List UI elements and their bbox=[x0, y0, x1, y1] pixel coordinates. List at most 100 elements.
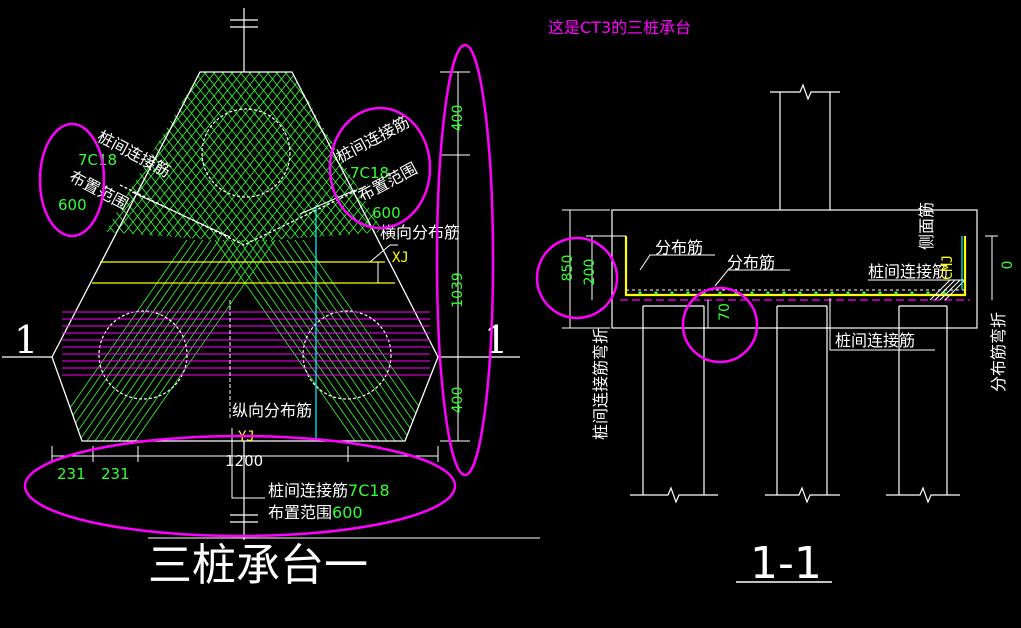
rebar-dot bbox=[862, 291, 866, 295]
pile-right bbox=[302, 310, 392, 400]
pile-top bbox=[201, 108, 291, 198]
hatch-line bbox=[221, 72, 363, 242]
highlight-ellipse-right bbox=[328, 106, 432, 230]
connect-bar-label-bottom: 桩间连接筋 bbox=[835, 331, 915, 350]
hatch-line bbox=[0, 72, 89, 250]
dist-bar-label-1: 分布筋 bbox=[655, 238, 703, 257]
rebar-dot bbox=[750, 291, 754, 295]
dim-70: 70 bbox=[717, 303, 733, 321]
hatch-line bbox=[191, 72, 333, 242]
hatch-line bbox=[185, 72, 327, 242]
hatch-line bbox=[105, 72, 156, 242]
rebar-dot bbox=[926, 291, 930, 295]
hatch-line bbox=[453, 72, 593, 250]
dim-850: 850 bbox=[560, 255, 576, 282]
dim-1039: 1039 bbox=[450, 272, 466, 308]
hatch-line bbox=[105, 72, 243, 242]
rebar-dot bbox=[782, 291, 786, 295]
hatch-line bbox=[0, 72, 47, 250]
hatch-line bbox=[230, 72, 372, 242]
left-vertical-label: 桩间连接筋弯折 bbox=[591, 328, 610, 440]
highlight-ellipse-dim bbox=[435, 43, 495, 477]
longitudinal-bar-label: 纵向分布筋 bbox=[232, 401, 312, 420]
top-left-label-code: 7C18 bbox=[78, 151, 117, 169]
hatch-line bbox=[257, 72, 383, 242]
hatch-line bbox=[176, 72, 318, 242]
section-view: 这是CT3的三桩承台 bbox=[535, 18, 1016, 589]
section-piles bbox=[630, 305, 960, 504]
hatch-line bbox=[105, 72, 147, 242]
rebar-dot bbox=[766, 291, 770, 295]
hatch-line bbox=[444, 72, 584, 250]
hatch-line bbox=[326, 72, 383, 242]
rebar-dot bbox=[654, 291, 658, 295]
rebar-dot bbox=[798, 291, 802, 295]
hatch-line bbox=[0, 72, 65, 250]
hatch-line bbox=[254, 72, 383, 242]
highlight-ellipse-bottom bbox=[23, 434, 457, 538]
side-bar-label: 侧面筋 bbox=[917, 202, 936, 250]
section-main-rebar bbox=[624, 236, 967, 297]
dim-400-bottom: 400 bbox=[450, 387, 466, 414]
hatch-line bbox=[194, 72, 336, 242]
hatch-line bbox=[105, 72, 174, 242]
top-right-label-line1: 桩间连接筋 bbox=[333, 112, 413, 166]
xj-label: XJ bbox=[392, 250, 409, 266]
hatch-line bbox=[317, 72, 383, 242]
transverse-bar-label: 横向分布筋 bbox=[380, 223, 460, 242]
dim-231-b: 231 bbox=[101, 465, 130, 483]
hatch-line bbox=[105, 72, 165, 242]
hatch-line bbox=[155, 72, 297, 242]
rebar-dot bbox=[846, 291, 850, 295]
rebar-dot bbox=[830, 291, 834, 295]
connect-bar-label-top: 桩间连接筋 bbox=[868, 262, 948, 281]
top-right-label-group: 桩间连接筋 bbox=[333, 112, 413, 166]
hatch-line bbox=[149, 72, 291, 242]
rebar-dot bbox=[638, 291, 642, 295]
hatch-line bbox=[105, 72, 246, 242]
rebar-dot bbox=[910, 291, 914, 295]
section-mark-right: 1 bbox=[484, 318, 508, 362]
dim-400-top: 400 bbox=[450, 105, 466, 132]
hatch-line bbox=[0, 72, 80, 250]
hatch-line bbox=[173, 72, 315, 242]
rebar-dot bbox=[718, 291, 722, 295]
hatch-line bbox=[212, 72, 354, 242]
plan-title: 三桩承台一 bbox=[148, 540, 368, 591]
hatch-line bbox=[105, 72, 138, 242]
bottom-label-line2: 布置范围600 bbox=[268, 503, 363, 522]
hatch-line bbox=[158, 72, 300, 242]
hatch-line bbox=[203, 72, 345, 242]
dim-231-a: 231 bbox=[57, 465, 86, 483]
hatch-line bbox=[0, 72, 38, 250]
hatch-line bbox=[0, 72, 20, 250]
dim-200: 200 bbox=[582, 259, 598, 286]
bottom-label-line1: 桩间连接筋7C18 bbox=[268, 481, 390, 500]
hatch-line bbox=[0, 72, 29, 250]
plan-view: 1 1 400 1039 400 231 231 1200 桩间连接筋 bbox=[0, 8, 593, 591]
pile-left bbox=[98, 310, 188, 400]
hatch-line bbox=[236, 72, 378, 242]
top-right-label-code: 7C18 bbox=[350, 164, 389, 182]
hatch-line bbox=[0, 72, 56, 250]
rebar-dot bbox=[878, 291, 882, 295]
highlight-ellipse-left bbox=[38, 122, 106, 238]
dim-1200: 1200 bbox=[225, 452, 263, 470]
note-text: 这是CT3的三桩承台 bbox=[548, 18, 691, 37]
highlight-circle-mid bbox=[681, 286, 759, 364]
right-vertical-label: 分布筋弯折 bbox=[989, 312, 1008, 392]
rebar-dot bbox=[814, 291, 818, 295]
rebar-dot bbox=[670, 291, 674, 295]
section-title: 1-1 bbox=[750, 538, 822, 589]
hatch-line bbox=[200, 72, 342, 242]
section-cap bbox=[611, 209, 978, 329]
hatch-line bbox=[0, 72, 74, 250]
rebar-dot bbox=[686, 291, 690, 295]
top-left-label-value: 600 bbox=[58, 196, 87, 214]
rebar-dot bbox=[894, 291, 898, 295]
dist-bar-label-2: 分布筋 bbox=[727, 253, 775, 272]
hatch-line bbox=[167, 72, 309, 242]
hatch-line bbox=[209, 72, 351, 242]
section-mark-left: 1 bbox=[14, 318, 38, 362]
